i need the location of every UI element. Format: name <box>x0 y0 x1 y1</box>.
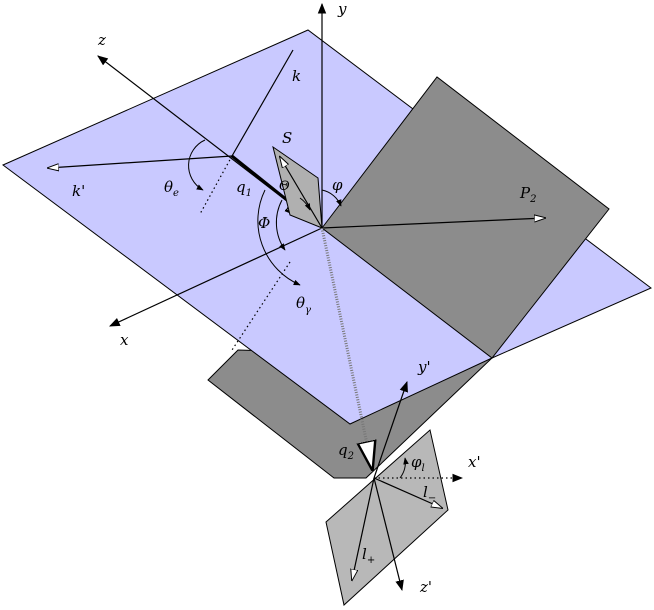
y-prime-label: y' <box>417 358 431 376</box>
q2-subscript: 2 <box>347 451 354 462</box>
x-axis <box>109 227 323 327</box>
k-prime-label: k' <box>72 182 85 200</box>
P2-label: P2 <box>519 184 536 205</box>
varphi-l-subscript: l <box>422 463 425 474</box>
theta-e-subscript: e <box>173 188 179 199</box>
q1-label: q1 <box>236 178 252 199</box>
l-plus-label: l+ <box>362 545 375 566</box>
theta-gamma-arc <box>257 189 301 286</box>
l-plus-subscript: + <box>367 555 375 566</box>
l-minus-symbol: l <box>423 483 428 501</box>
q2-symbol: q <box>338 441 348 459</box>
Phi-arc <box>275 199 286 251</box>
varphi-l-label: φl <box>411 453 425 474</box>
Theta-arc <box>299 197 311 211</box>
x-prime-label: x' <box>468 453 481 471</box>
l-minus-label: l− <box>423 483 436 504</box>
varphi-l-arc <box>399 457 409 479</box>
theta-e-symbol: θ <box>164 178 173 196</box>
P2-vector <box>321 218 545 229</box>
q2-label: q2 <box>338 441 354 462</box>
theta-gamma-label: θγ <box>296 294 311 316</box>
varphi-arc <box>321 189 342 207</box>
Theta-label: Θ <box>279 179 290 194</box>
y-axis-label: y <box>337 0 347 18</box>
S-label: S <box>282 129 292 147</box>
theta-e-label: θe <box>164 178 179 199</box>
l-plus-vector <box>352 477 375 580</box>
y-prime-axis <box>373 380 408 479</box>
l-minus-subscript: − <box>428 493 436 504</box>
k-label: k <box>292 67 301 85</box>
x-axis-label: x <box>120 331 129 349</box>
theta-gamma-subscript: γ <box>305 305 311 316</box>
k-prime-vector <box>48 155 233 168</box>
P2-subscript: 2 <box>529 194 536 205</box>
theta-gamma-symbol: θ <box>296 294 305 312</box>
q1-subscript: 1 <box>246 188 252 199</box>
varphi-label: φ <box>332 176 343 194</box>
q1-symbol: q <box>236 178 246 196</box>
S-vector <box>280 157 323 229</box>
z-axis-label: z <box>97 31 106 49</box>
z-prime-label: z' <box>419 578 432 596</box>
P2-symbol: P <box>519 184 531 202</box>
theta-e-arc <box>188 139 206 191</box>
z-prime-axis <box>373 477 404 592</box>
reaction-plane <box>321 76 610 359</box>
l-plus-symbol: l <box>362 545 367 563</box>
k-vector <box>231 49 294 157</box>
varphi-l-symbol: φ <box>411 453 422 471</box>
Phi-label: Φ <box>258 214 270 232</box>
q2-vector <box>320 227 372 468</box>
l-minus-vector <box>373 477 442 508</box>
k-extension-dotted <box>199 155 233 215</box>
